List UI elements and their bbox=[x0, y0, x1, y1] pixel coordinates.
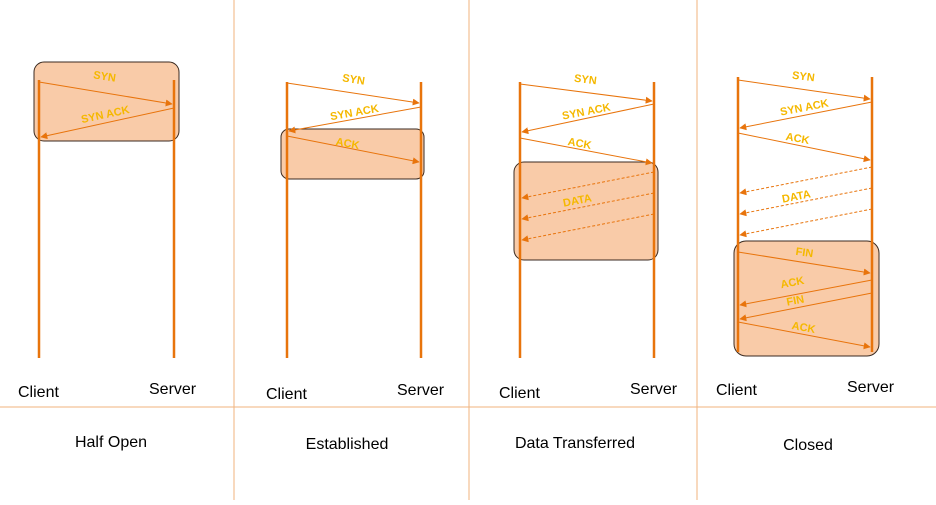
client-label: Client bbox=[499, 385, 540, 402]
message-arrow bbox=[519, 137, 653, 166]
panel-data-transferred: SYN SYN ACK ACK DATA Client Server Data … bbox=[499, 73, 678, 452]
message-label: SYN ACK bbox=[329, 103, 379, 123]
panel-half-open: SYN SYN ACK Client Server Half Open bbox=[18, 61, 197, 451]
message-label: ACK bbox=[567, 136, 593, 152]
message-arrow bbox=[737, 321, 871, 350]
server-label: Server bbox=[630, 381, 678, 398]
message-label: DATA bbox=[562, 192, 593, 209]
message-arrow bbox=[739, 279, 873, 308]
message-arrow bbox=[737, 132, 871, 163]
panel-established: SYN SYN ACK ACK Client Server Establishe… bbox=[266, 72, 445, 453]
client-label: Client bbox=[18, 384, 59, 401]
message-arrow bbox=[38, 81, 173, 107]
highlight-box bbox=[513, 161, 659, 261]
message-label: DATA bbox=[781, 188, 812, 205]
server-label: Server bbox=[397, 382, 445, 399]
message-arrow bbox=[737, 79, 871, 102]
message-arrow bbox=[288, 106, 422, 134]
server-label: Server bbox=[149, 381, 197, 398]
panel-closed: SYN SYN ACK ACK DATA FIN ACK FIN ACK Cli… bbox=[716, 70, 895, 454]
data-arrow bbox=[739, 166, 873, 196]
state-caption: Data Transferred bbox=[515, 435, 635, 452]
message-arrow bbox=[286, 82, 420, 106]
highlight-box bbox=[280, 128, 425, 180]
message-label: SYN bbox=[791, 70, 815, 85]
message-arrow bbox=[737, 251, 871, 276]
message-label: ACK bbox=[785, 131, 811, 147]
message-label: SYN ACK bbox=[561, 101, 612, 122]
message-label: SYN bbox=[92, 69, 116, 84]
state-caption: Half Open bbox=[75, 434, 147, 451]
message-arrow bbox=[40, 107, 175, 140]
message-label: ACK bbox=[791, 320, 817, 336]
data-arrow bbox=[739, 208, 873, 238]
message-label: ACK bbox=[780, 275, 806, 291]
client-label: Client bbox=[266, 386, 307, 403]
message-arrow bbox=[739, 292, 873, 322]
message-label: FIN bbox=[786, 293, 806, 308]
client-label: Client bbox=[716, 382, 757, 399]
highlight-box bbox=[733, 240, 880, 357]
data-arrow bbox=[521, 192, 655, 222]
state-caption: Closed bbox=[783, 437, 833, 454]
server-label: Server bbox=[847, 379, 895, 396]
data-arrow bbox=[521, 213, 655, 243]
message-arrow bbox=[739, 101, 873, 131]
highlight-box bbox=[33, 61, 180, 142]
message-arrow bbox=[521, 103, 655, 135]
message-label: SYN bbox=[341, 72, 365, 87]
state-caption: Established bbox=[306, 436, 389, 453]
message-label: FIN bbox=[795, 246, 814, 260]
message-label: SYN bbox=[573, 73, 597, 88]
message-arrow bbox=[286, 135, 420, 165]
message-label: ACK bbox=[335, 136, 361, 152]
data-arrow bbox=[521, 171, 655, 201]
message-arrow bbox=[519, 83, 653, 104]
data-arrow bbox=[739, 187, 873, 217]
